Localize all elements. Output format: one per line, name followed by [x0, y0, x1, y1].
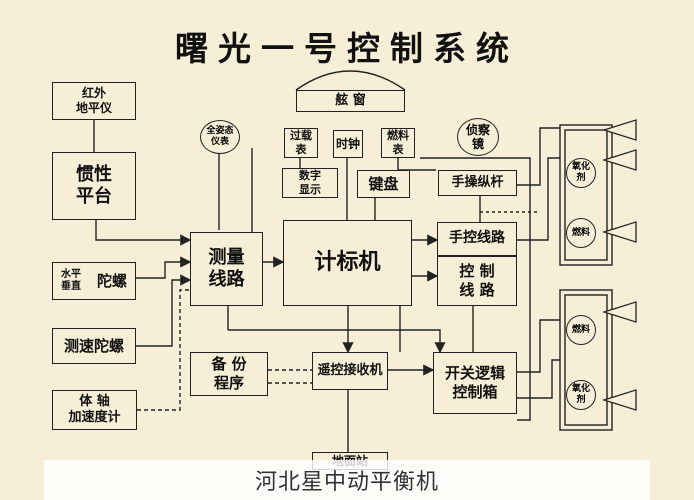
tank-upper-fuel: 燃料: [566, 218, 596, 248]
tank-lower-fuel: 燃料: [566, 315, 596, 345]
tank-upper-oxidizer: 氧化 剂: [566, 158, 596, 188]
block-overload-meter: 过载 表: [284, 128, 318, 158]
block-digital-display: 数字 显示: [282, 168, 338, 198]
block-inertial-platform: 惯性 平台: [52, 152, 136, 220]
block-measurement-circuit: 测量 线路: [190, 232, 263, 306]
block-porthole: 舷 窗: [296, 90, 405, 112]
block-computer: 计标机: [283, 220, 412, 306]
block-fuel-gauge: 燃料 表: [381, 128, 415, 158]
gauge-full-attitude-indicator: 全姿态 仪表: [200, 120, 240, 154]
gyro-axis-label: 水平 垂直: [60, 268, 81, 293]
block-switch-logic-control-box: 开关逻辑 控制箱: [433, 352, 517, 414]
caption-overlay: 河北星中动平衡机: [44, 460, 650, 500]
gyro-label: 陀螺: [96, 271, 127, 290]
block-backup-program: 备 份 程序: [190, 352, 268, 396]
tank-lower-oxidizer: 氧化 剂: [566, 380, 596, 410]
block-keyboard: 键盘: [357, 170, 410, 198]
block-rate-gyro: 测速陀螺: [52, 328, 136, 364]
block-body-axis-accelerometer: 体 轴 加速度计: [52, 390, 137, 430]
block-manual-joystick: 手操纵杆: [438, 170, 517, 196]
block-clock: 时钟: [333, 130, 363, 158]
diagram-title: 曙光一号控制系统: [175, 29, 519, 68]
block-remote-control-receiver: 遥控接收机: [312, 352, 388, 390]
block-manual-control-circuit: 手控线路: [437, 222, 517, 256]
block-infrared-horizon-sensor: 红外 地平仪: [52, 82, 136, 120]
block-control-circuit: 控 制 线 路: [437, 256, 517, 306]
block-horizontal-vertical-gyro: 水平 垂直 陀螺: [52, 262, 136, 300]
gauge-reconnaissance-scope: 侦察 镜: [457, 118, 499, 156]
